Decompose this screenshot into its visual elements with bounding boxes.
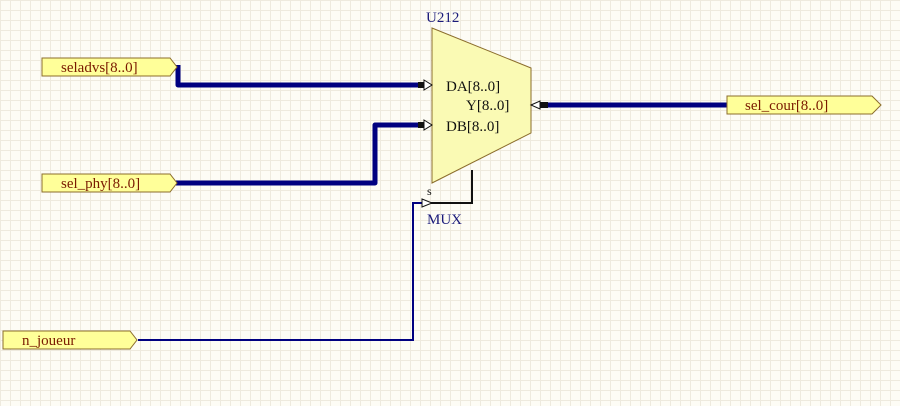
pin-s-arrow xyxy=(421,198,434,208)
pin-db-arrow xyxy=(418,119,433,131)
port-label-sel-phy: sel_phy[8..0] xyxy=(61,176,140,192)
component-comment: MUX xyxy=(427,212,462,228)
component-designator: U212 xyxy=(426,10,459,26)
port-sel-cour[interactable]: sel_cour[8..0] xyxy=(726,95,882,115)
bus-wire-sel-phy[interactable] xyxy=(176,122,424,186)
wires xyxy=(138,65,728,341)
port-n-joueur[interactable]: n_joueur xyxy=(2,330,138,350)
signal-wire-n-joueur[interactable] xyxy=(138,202,422,341)
pin-label-s: s xyxy=(427,184,432,198)
port-sel-phy[interactable]: sel_phy[8..0] xyxy=(41,173,178,193)
port-label-n-joueur: n_joueur xyxy=(22,333,75,349)
mux-component[interactable]: U212 MUX DA[8..0] Y[8..0] DB[8..0] s xyxy=(418,10,548,228)
port-label-sel-cour: sel_cour[8..0] xyxy=(745,98,828,114)
select-pin-line xyxy=(422,170,473,204)
bus-wire-seladvs[interactable] xyxy=(175,65,424,88)
pin-label-da: DA[8..0] xyxy=(446,79,500,95)
pin-label-y: Y[8..0] xyxy=(466,98,509,114)
mux-body[interactable] xyxy=(431,27,532,184)
pin-da-arrow xyxy=(418,79,433,91)
pin-label-db: DB[8..0] xyxy=(446,119,499,135)
port-label-seladvs: seladvs[8..0] xyxy=(61,60,138,76)
port-seladvs[interactable]: seladvs[8..0] xyxy=(41,57,178,77)
pin-y-arrow xyxy=(529,100,548,110)
